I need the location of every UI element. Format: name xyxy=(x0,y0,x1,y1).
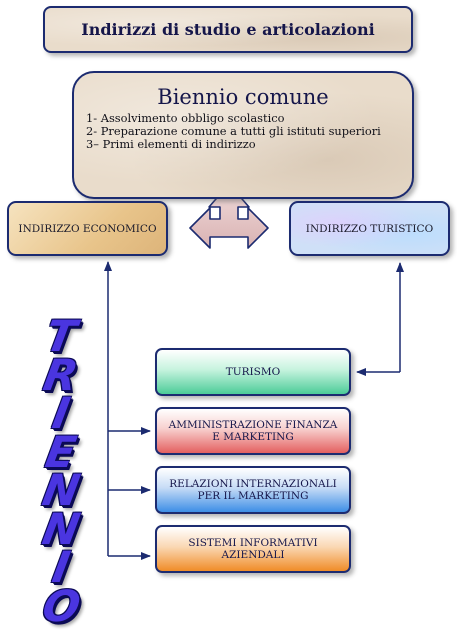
biennio-item: 2- Preparazione comune a tutti gli istit… xyxy=(86,124,381,138)
biennio-item: 3– Primi elementi di indirizzo xyxy=(86,137,256,151)
program-turismo-label: TURISMO xyxy=(225,366,281,378)
program-rim-label-line2: PER IL MARKETING xyxy=(197,490,309,502)
page-title: Indirizzi di studio e articolazioni xyxy=(81,20,375,39)
biennio-item: 1- Assolvimento obbligo scolastico xyxy=(86,111,285,125)
program-rim-box: RELAZIONI INTERNAZIONALI PER IL MARKETIN… xyxy=(155,466,351,514)
triennio-letter: O xyxy=(38,581,84,632)
indirizzo-turistico-box: INDIRIZZO TURISTICO xyxy=(289,201,450,256)
connector-lines xyxy=(104,183,404,560)
biennio-title: Biennio comune xyxy=(157,85,329,109)
program-afm-label-line1: AMMINISTRAZIONE FINANZA xyxy=(168,419,338,431)
indirizzo-economico-label: INDIRIZZO ECONOMICO xyxy=(18,222,157,235)
program-turismo-box: TURISMO xyxy=(155,348,351,396)
program-afm-box: AMMINISTRAZIONE FINANZA E MARKETING xyxy=(155,407,351,455)
program-sia-label-line1: SISTEMI INFORMATIVI xyxy=(188,537,318,549)
program-sia-label-line2: AZIENDALI xyxy=(221,549,285,561)
page-title-box: Indirizzi di studio e articolazioni xyxy=(43,6,413,53)
program-afm-label-line2: E MARKETING xyxy=(212,431,294,443)
program-rim-label-line1: RELAZIONI INTERNAZIONALI xyxy=(169,478,337,490)
triennio-vertical-title: T R I E N N I O xyxy=(30,312,92,632)
biennio-items: 1- Assolvimento obbligo scolastico 2- Pr… xyxy=(86,112,381,151)
three-way-arrow-icon xyxy=(189,183,269,249)
indirizzo-economico-box: INDIRIZZO ECONOMICO xyxy=(7,201,168,256)
program-sia-box: SISTEMI INFORMATIVI AZIENDALI xyxy=(155,525,351,573)
indirizzo-turistico-label: INDIRIZZO TURISTICO xyxy=(305,222,434,235)
biennio-comune-box: Biennio comune 1- Assolvimento obbligo s… xyxy=(72,71,414,199)
